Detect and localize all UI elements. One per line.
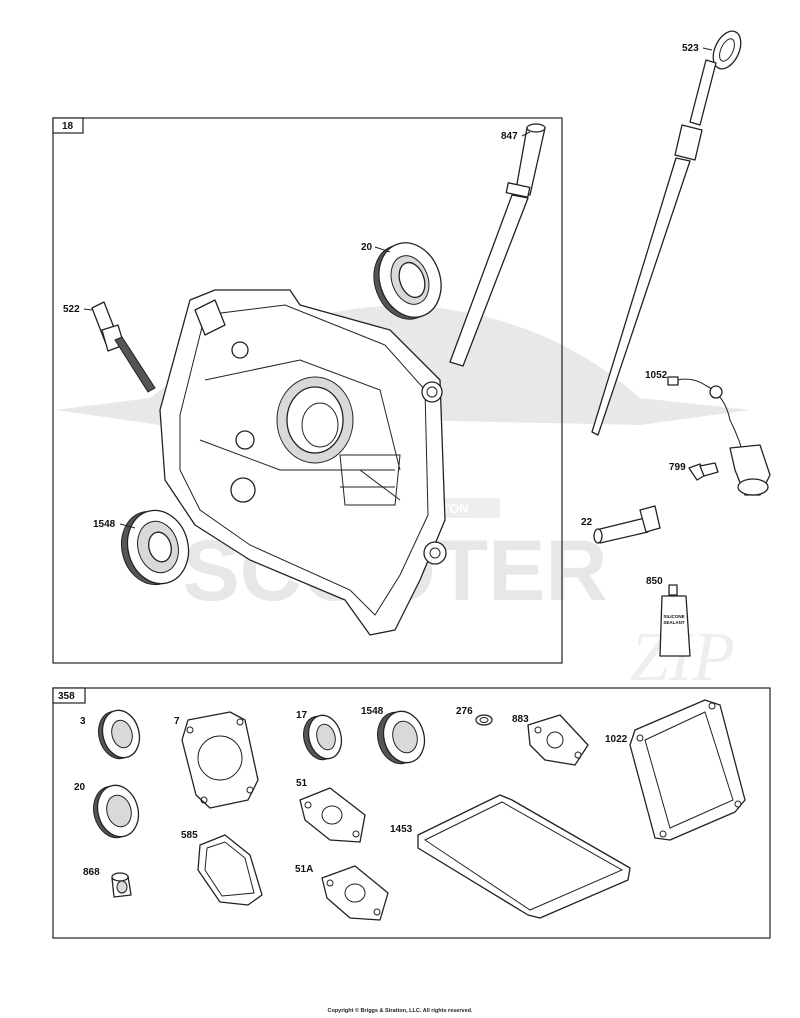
callout-1453: 1453 [390, 824, 413, 835]
box-label-18: 18 [62, 121, 74, 132]
callout-585: 585 [181, 830, 198, 841]
callout-51a: 51A [295, 864, 313, 875]
dipstick-523[interactable] [591, 27, 746, 436]
sealant-line-2: SEALANT [663, 620, 685, 625]
bolt-22[interactable] [593, 505, 661, 544]
o-ring-276[interactable] [475, 714, 493, 726]
dipstick-tube-847[interactable] [449, 123, 546, 367]
callout-3: 3 [80, 716, 86, 727]
callouts: 847 20 522 1548 523 1052 799 22 850 3 7 … [63, 43, 713, 878]
gasket-51[interactable] [299, 787, 366, 843]
callout-20-bottom: 20 [74, 782, 86, 793]
callout-22: 22 [581, 517, 593, 528]
oil-seal-3[interactable] [93, 706, 144, 763]
copyright-notice: Copyright © Briggs & Stratton, LLC. All … [327, 1008, 473, 1014]
bearing-17[interactable] [299, 712, 346, 764]
bearing-1548-left[interactable] [113, 503, 196, 591]
oil-seal-20-top[interactable] [364, 234, 451, 328]
bearing-1548-right[interactable] [372, 707, 430, 769]
assembly-box-18: 18 [52, 117, 563, 664]
callout-850: 850 [646, 576, 663, 587]
valve-seal-868[interactable] [111, 872, 132, 898]
callout-799: 799 [669, 462, 686, 473]
assembly-box-358: 358 [52, 687, 771, 939]
box-label-358: 358 [58, 691, 75, 702]
callout-7: 7 [174, 716, 180, 727]
callout-883: 883 [512, 714, 529, 725]
gasket-883[interactable] [527, 714, 589, 766]
callout-868: 868 [83, 867, 100, 878]
gasket-1022[interactable] [629, 699, 746, 841]
callout-1052: 1052 [645, 370, 668, 381]
oil-seal-20-bottom[interactable] [88, 781, 144, 843]
oil-sensor-1052[interactable] [667, 376, 771, 496]
callout-276: 276 [456, 706, 473, 717]
gasket-1453[interactable] [417, 794, 631, 919]
sealant-line-1: SILICONE [663, 614, 684, 619]
callout-20-top: 20 [361, 242, 373, 253]
bolt-799[interactable] [688, 462, 719, 481]
callout-1022: 1022 [605, 734, 628, 745]
sensor-522[interactable] [91, 301, 156, 393]
callout-522: 522 [63, 304, 80, 315]
callout-1548-bottom: 1548 [361, 706, 384, 717]
crankcase-cover[interactable] [159, 289, 447, 636]
callout-847: 847 [501, 131, 518, 142]
gasket-51a[interactable] [321, 865, 389, 921]
callout-51: 51 [296, 778, 308, 789]
callout-17: 17 [296, 710, 308, 721]
silicone-sealant-850[interactable]: SILICONE SEALANT [659, 584, 691, 657]
callout-523: 523 [682, 43, 699, 54]
callout-1548-top: 1548 [93, 519, 116, 530]
head-gasket-7[interactable] [181, 711, 259, 809]
valve-cover-gasket-585[interactable] [197, 834, 263, 906]
